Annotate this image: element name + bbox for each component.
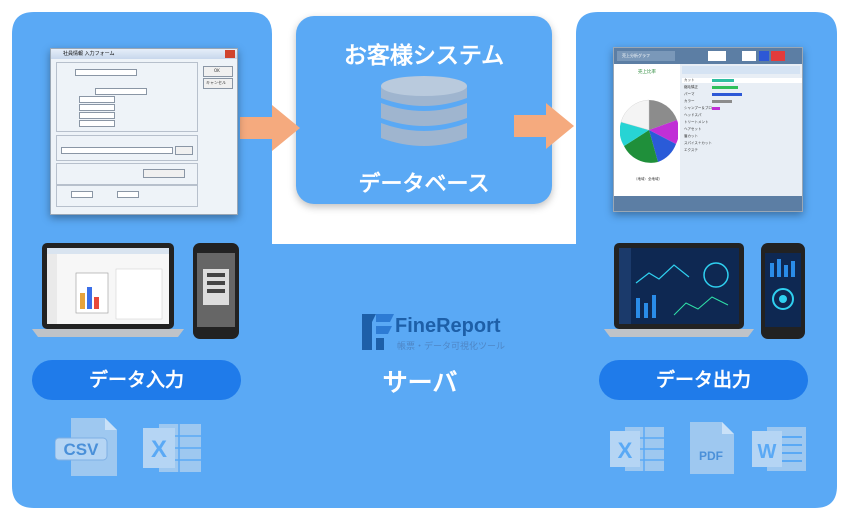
- ok-button: [203, 66, 233, 77]
- database-card: お客様システム データベース: [296, 16, 552, 204]
- arrow-right-icon: [514, 103, 574, 149]
- browse-button: [175, 146, 193, 155]
- logo-tagline: 帳票・データ可視化ツール: [397, 342, 506, 352]
- close-icon: [225, 50, 235, 58]
- edit-display-button: [143, 169, 185, 178]
- pie-chart-icon: [620, 99, 678, 163]
- cancel-label: キャンセル: [206, 80, 226, 85]
- logo-name: FineReport: [395, 315, 501, 337]
- csv-file-icon: CSV: [55, 418, 117, 476]
- phone-icon: [761, 243, 805, 339]
- form-title: 社員情報 入力フォーム: [51, 49, 237, 59]
- laptop-icon: [32, 243, 184, 337]
- input-form-screenshot: 社員情報 入力フォーム OK キャンセル: [50, 48, 238, 215]
- cancel-button: [203, 78, 233, 89]
- database-title: お客様システム: [343, 43, 505, 69]
- svg-text:CSV: CSV: [64, 440, 100, 459]
- chart-footer: （地域：全地域）: [634, 177, 662, 181]
- svg-text:W: W: [758, 441, 777, 463]
- ok-label: OK: [214, 68, 220, 73]
- arrow-right-icon: [240, 105, 300, 151]
- data-input-pill: データ入力: [32, 360, 241, 400]
- excel-file-icon: X: [143, 424, 201, 472]
- data-output-pill: データ出力: [599, 360, 808, 400]
- report-header: 売上分析グラフ: [614, 48, 802, 64]
- svg-text:X: X: [151, 436, 167, 463]
- excel-file-icon: X: [610, 427, 664, 471]
- finereport-logo-icon: [362, 314, 394, 350]
- laptop-icon: [604, 243, 754, 337]
- chart-label: 売上比率: [638, 70, 656, 75]
- server-label: サーバ: [382, 368, 458, 397]
- svg-text:PDF: PDF: [699, 449, 723, 463]
- word-file-icon: W: [752, 427, 806, 471]
- svg-text:X: X: [618, 438, 633, 463]
- report-title: 売上分析グラフ: [622, 53, 650, 58]
- phone-icon: [193, 243, 239, 339]
- report-screenshot: 売上分析グラフ 売上比率 （地域：全地域） カット 縮毛矯正 パーマ カラー シ…: [613, 47, 803, 212]
- database-label: データベース: [358, 172, 490, 197]
- database-icon: [381, 76, 467, 146]
- pdf-file-icon: PDF: [690, 422, 734, 474]
